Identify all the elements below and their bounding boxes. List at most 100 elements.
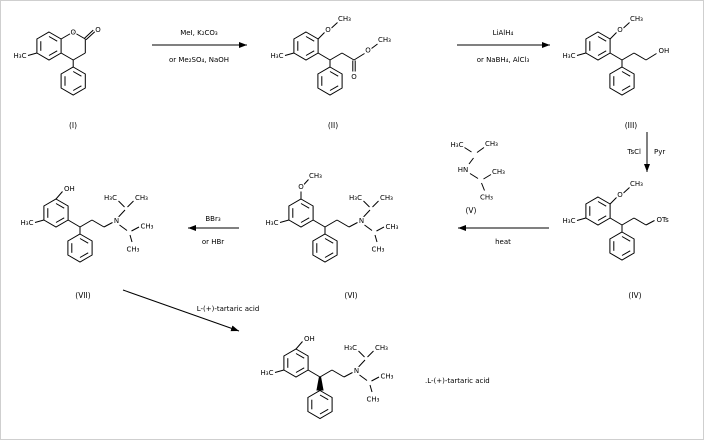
bond-group-ii bbox=[284, 22, 378, 72]
atom-methyl: H₃C bbox=[344, 344, 357, 352]
reagent-step1-above: MeI, K₂CO₃ bbox=[180, 29, 218, 37]
atom-methyl: CH₃ bbox=[141, 223, 154, 231]
benzene-ring bbox=[43, 198, 69, 228]
phenyl-ring bbox=[60, 66, 86, 96]
atom-amine-n: N bbox=[354, 367, 359, 375]
arrow-vii-to-salt bbox=[122, 289, 240, 332]
bond-group-iii bbox=[576, 22, 657, 67]
atom-methyl: H₃C bbox=[261, 369, 274, 377]
atom-ester-o: O bbox=[365, 47, 371, 55]
atom-methyl: H₃C bbox=[563, 217, 576, 225]
structure-vi: O CH₃ H₃C N H₃C CH₃ CH₃ CH₃ (VI) bbox=[264, 171, 400, 300]
bond-group-final bbox=[274, 341, 380, 393]
structure-v: H₃C CH₃ HN CH₃ CH₃ (V) bbox=[449, 139, 506, 215]
atom-methyl: H₃C bbox=[21, 219, 34, 227]
atom-methoxy-o: O bbox=[325, 26, 331, 34]
structure-ii: O CH₃ H₃C O O CH₃ (II) bbox=[269, 14, 392, 130]
atom-methyl: H₃C bbox=[104, 194, 117, 202]
benzene-ring bbox=[288, 198, 314, 228]
reagent-step3-right: Pyr bbox=[654, 148, 665, 156]
reagent-step3-left: TsCl bbox=[626, 148, 641, 156]
atom-methyl: CH₃ bbox=[485, 140, 498, 148]
reagent-step4-below: heat bbox=[495, 238, 511, 246]
atom-amine-n: N bbox=[114, 217, 119, 225]
compound-label-ii: (II) bbox=[328, 121, 338, 130]
reagent-step2-above: LiAlH₄ bbox=[493, 29, 514, 37]
atom-methyl: CH₃ bbox=[380, 194, 393, 202]
reaction-step-1: MeI, K₂CO₃ or Me₂SO₄, NaOH bbox=[152, 29, 247, 64]
atom-methyl: H₃C bbox=[349, 194, 362, 202]
atom-methyl: H₃C bbox=[271, 52, 284, 60]
atom-ester-ch3: CH₃ bbox=[378, 36, 391, 44]
atom-methyl: CH₃ bbox=[135, 194, 148, 202]
phenyl-ring bbox=[312, 233, 338, 263]
atom-methyl: H₃C bbox=[266, 219, 279, 227]
reagent-step1-below: or Me₂SO₄, NaOH bbox=[169, 56, 229, 64]
structure-iv: O CH₃ H₃C OTs (IV) bbox=[561, 179, 670, 300]
phenyl-ring bbox=[67, 233, 93, 263]
atom-methyl: CH₃ bbox=[386, 223, 399, 231]
compound-label-vi: (VI) bbox=[344, 291, 357, 300]
phenyl-ring bbox=[317, 66, 343, 96]
reaction-step-5: BBr₃ or HBr bbox=[188, 215, 239, 246]
atom-methoxy-o: O bbox=[617, 191, 623, 199]
phenyl-ring bbox=[609, 231, 635, 261]
structure-vii: OH H₃C N H₃C CH₃ CH₃ CH₃ (VII) bbox=[19, 184, 155, 300]
reaction-step-6: L-(+)-tartaric acid bbox=[122, 289, 260, 332]
atom-amine-hn: HN bbox=[458, 166, 469, 174]
compound-label-vii: (VII) bbox=[75, 291, 90, 300]
atom-methyl: CH₃ bbox=[480, 194, 493, 202]
reagent-step2-below: or NaBH₄, AlCl₃ bbox=[477, 56, 530, 64]
stereo-wedge-bond bbox=[316, 376, 324, 391]
reagent-step6-label: L-(+)-tartaric acid bbox=[197, 305, 260, 313]
phenyl-ring bbox=[307, 390, 333, 419]
reaction-step-2: LiAlH₄ or NaBH₄, AlCl₃ bbox=[457, 29, 550, 64]
atom-methyl: H₃C bbox=[14, 52, 27, 60]
structure-iii: O CH₃ H₃C OH (III) bbox=[561, 14, 670, 130]
compound-label-iii: (III) bbox=[625, 121, 638, 130]
atom-methyl: CH₃ bbox=[492, 168, 505, 176]
structure-i: O O H₃C (I) bbox=[12, 25, 102, 130]
reagent-step5-below: or HBr bbox=[202, 238, 224, 246]
atom-ester-carbonyl-o: O bbox=[351, 73, 357, 81]
atom-methyl: CH₃ bbox=[375, 344, 388, 352]
atom-methoxy-ch3: CH₃ bbox=[630, 15, 643, 23]
atom-amine-n: N bbox=[359, 217, 364, 225]
benzene-ring bbox=[585, 31, 611, 61]
compound-label-v: (V) bbox=[466, 206, 477, 215]
benzene-ring bbox=[585, 196, 611, 226]
structure-final-salt: OH H₃C N H₃C CH₃ CH₃ CH₃ .L-(+)-tartaric… bbox=[259, 334, 490, 419]
atom-methoxy-ch3: CH₃ bbox=[630, 180, 643, 188]
atom-hydroxyl: OH bbox=[304, 335, 315, 343]
atom-methoxy-ch3: CH₃ bbox=[338, 15, 351, 23]
atom-hydroxyl: OH bbox=[659, 47, 670, 55]
bond-group-vii bbox=[34, 191, 140, 243]
benzene-ring bbox=[293, 31, 319, 61]
atom-methyl: H₃C bbox=[563, 52, 576, 60]
atom-methyl: CH₃ bbox=[372, 246, 385, 254]
atom-methyl: CH₃ bbox=[367, 396, 380, 404]
atom-methoxy-o: O bbox=[298, 183, 304, 191]
bond-group-iv bbox=[576, 187, 655, 232]
atom-methyl: CH₃ bbox=[127, 246, 140, 254]
atom-carbonyl-o: O bbox=[95, 26, 101, 34]
bond-group-i bbox=[27, 29, 96, 67]
bond-group-vi bbox=[279, 179, 385, 243]
compound-label-iv: (IV) bbox=[628, 291, 641, 300]
compound-label-i: (I) bbox=[69, 121, 77, 130]
benzene-ring bbox=[283, 348, 309, 378]
bond-group-v bbox=[464, 147, 492, 191]
atom-methoxy-ch3: CH₃ bbox=[309, 172, 322, 180]
atom-methyl: CH₃ bbox=[381, 373, 394, 381]
atom-ring-o: O bbox=[70, 29, 76, 37]
reagent-step5-above: BBr₃ bbox=[205, 215, 220, 223]
benzene-ring bbox=[36, 31, 62, 61]
salt-suffix-label: .L-(+)-tartaric acid bbox=[425, 377, 490, 385]
atom-methoxy-o: O bbox=[617, 26, 623, 34]
phenyl-ring bbox=[609, 66, 635, 96]
reaction-step-3: TsCl Pyr bbox=[626, 132, 665, 172]
reaction-step-4: heat bbox=[458, 225, 549, 246]
atom-tosylate: OTs bbox=[657, 216, 670, 224]
